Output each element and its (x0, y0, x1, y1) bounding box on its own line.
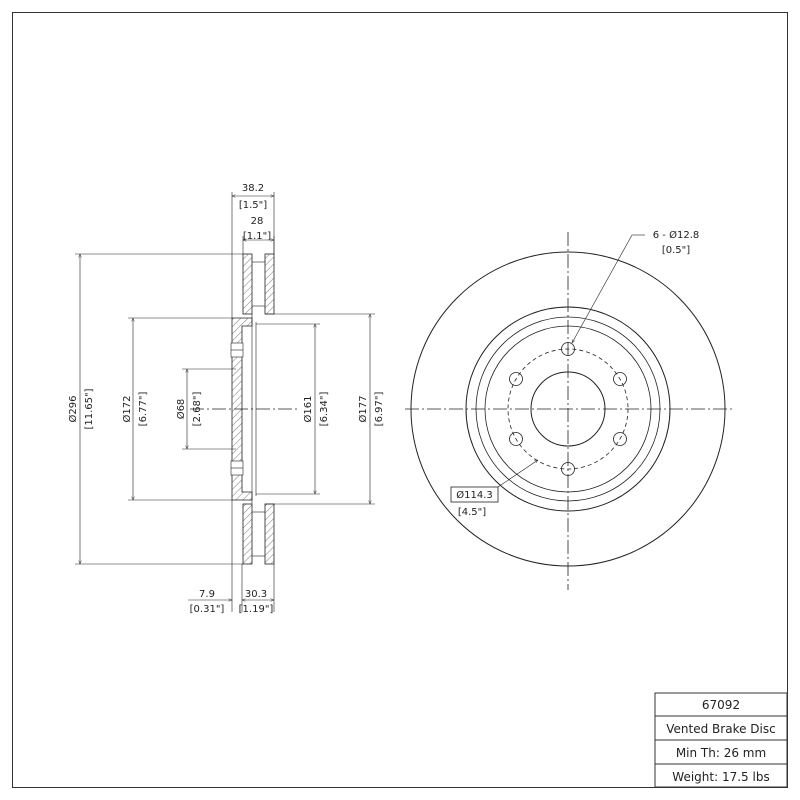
part-number: 67092 (702, 698, 740, 712)
weight: Weight: 17.5 lbs (672, 770, 769, 784)
hat-thickness-inch: [0.31"] (190, 604, 225, 615)
outer-diameter-inch: [11.65"] (84, 388, 95, 429)
hat-inner-diameter-inch: [6.34"] (319, 392, 330, 427)
part-description: Vented Brake Disc (666, 722, 775, 736)
outboard-plate-bottom (242, 503, 253, 565)
hat-thickness-mm: 7.9 (199, 589, 215, 600)
center-bore-mm: Ø68 (175, 399, 187, 420)
inboard-plate-top (264, 253, 275, 315)
outer-diameter-mm: Ø296 (67, 396, 79, 423)
title-block: 67092 Vented Brake Disc Min Th: 26 mm We… (654, 692, 788, 788)
hat-depth-mm: 30.3 (245, 589, 267, 600)
overall-width-inch: [1.5"] (239, 200, 267, 211)
min-thickness: Min Th: 26 mm (676, 746, 766, 760)
outboard-plate-top (242, 253, 253, 315)
bolt-circle-inch: [4.5"] (458, 507, 486, 518)
hat-depth-inch: [1.19"] (239, 604, 274, 615)
inboard-plate-bottom (264, 503, 275, 565)
inner-braking-diameter-mm: Ø177 (357, 396, 369, 423)
overall-width-mm: 38.2 (242, 183, 264, 194)
bolt-holes-inch: [0.5"] (662, 245, 690, 256)
bolt-hole (509, 372, 523, 386)
center-bore-inch: [2.68"] (192, 392, 203, 427)
rotor-thickness-mm: 28 (251, 216, 264, 227)
bolt-circle-mm: Ø114.3 (456, 489, 493, 501)
bolt-holes-mm: 6 - Ø12.8 (653, 229, 699, 241)
hat-outer-diameter-inch: [6.77"] (138, 392, 149, 427)
bolt-hole (613, 432, 627, 446)
hat-inner-diameter-mm: Ø161 (302, 396, 314, 423)
bolt-hole (509, 432, 523, 446)
front-view: 6 - Ø12.8 [0.5"] Ø114.3 [4.5"] (405, 229, 735, 590)
bolt-hole (613, 372, 627, 386)
section-view: 38.2 [1.5"] 28 [1.1"] Ø296 [11.65"] Ø172… (67, 183, 385, 615)
rotor-thickness-inch: [1.1"] (243, 231, 271, 242)
inner-braking-diameter-inch: [6.97"] (374, 392, 385, 427)
hat-outer-diameter-mm: Ø172 (121, 396, 133, 423)
drawing-border (12, 12, 788, 788)
